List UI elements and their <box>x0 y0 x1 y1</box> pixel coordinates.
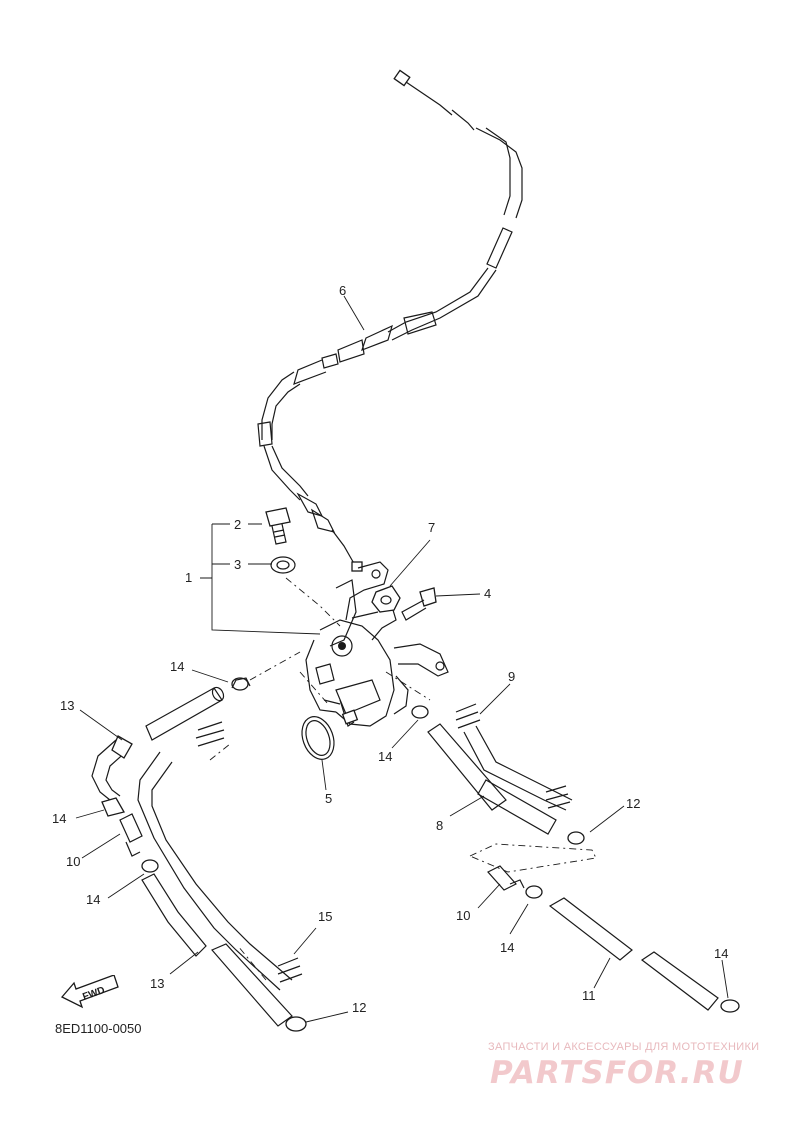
right-hose-group <box>385 671 740 1013</box>
callout-12-bottom: 12 <box>352 1000 366 1015</box>
callout-10-right: 10 <box>456 908 470 923</box>
callout-13-top: 13 <box>60 698 74 713</box>
bolt <box>401 587 437 621</box>
callout-9: 9 <box>508 669 515 684</box>
callout-4: 4 <box>484 586 491 601</box>
callout-14-e: 14 <box>500 940 514 955</box>
callout-14-a: 14 <box>170 659 184 674</box>
washer <box>270 556 296 574</box>
callout-14-d: 14 <box>378 749 392 764</box>
callout-15: 15 <box>318 909 332 924</box>
o-ring <box>301 716 335 760</box>
banjo-bolt <box>265 507 291 545</box>
cable-assembly <box>257 69 523 572</box>
callout-7: 7 <box>428 520 435 535</box>
callout-14-f: 14 <box>714 946 728 961</box>
forward-arrow-icon: FWD <box>60 975 119 1009</box>
callout-8: 8 <box>436 818 443 833</box>
callout-5: 5 <box>325 791 332 806</box>
oil-pump-body <box>305 561 449 727</box>
callout-14-c: 14 <box>86 892 100 907</box>
callout-3: 3 <box>234 557 241 572</box>
left-hose-group <box>91 677 307 1032</box>
callout-10-left: 10 <box>66 854 80 869</box>
callout-labels: 1 2 3 4 5 6 7 8 9 10 10 11 12 12 13 13 1… <box>52 283 728 1015</box>
callout-13-bottom: 13 <box>150 976 164 991</box>
callout-14-b: 14 <box>52 811 66 826</box>
callout-1: 1 <box>185 570 192 585</box>
nut <box>371 585 401 613</box>
callout-11: 11 <box>582 988 596 1003</box>
watermark-logo: PARTSFOR.RU <box>490 1055 744 1091</box>
callout-12-right: 12 <box>626 796 640 811</box>
leader-lines <box>75 295 729 1023</box>
diagram-code: 8ED1100-0050 <box>55 1021 142 1036</box>
watermark-tagline: ЗАПЧАСТИ И АКСЕССУАРЫ ДЛЯ МОТОТЕХНИКИ <box>488 1041 760 1053</box>
callout-2: 2 <box>234 517 241 532</box>
callout-6: 6 <box>339 283 346 298</box>
